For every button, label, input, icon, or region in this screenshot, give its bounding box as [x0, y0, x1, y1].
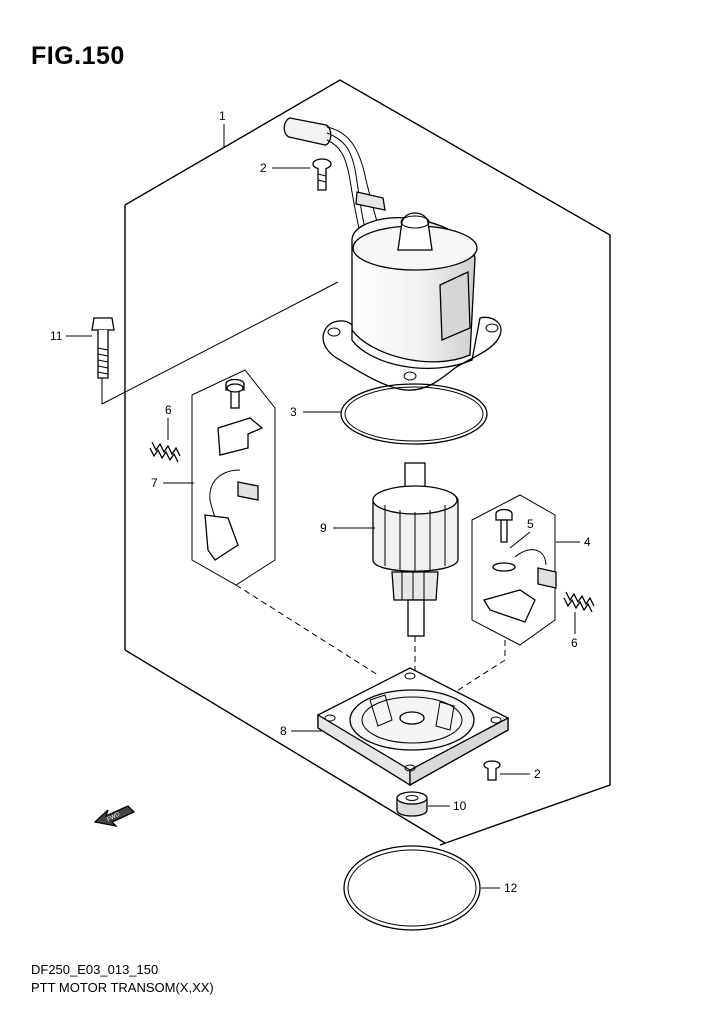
- callouts: 1 2 2 3 4 5 6 6 7 8 9 10 11 12: [50, 109, 591, 895]
- assembly-outline: [101, 79, 611, 846]
- motor-housing: [283, 117, 502, 391]
- callout-10: 10: [453, 799, 467, 813]
- bottom-bracket: [317, 667, 509, 787]
- o-ring-lower: [343, 845, 481, 931]
- bushing: [396, 791, 428, 817]
- long-bolt: [91, 317, 115, 379]
- diagram-code: DF250_E03_013_150: [31, 962, 159, 977]
- callout-4: 4: [584, 535, 591, 549]
- bolt-upper: [312, 158, 332, 191]
- alignment-lines: [235, 584, 506, 706]
- callout-3: 3: [290, 405, 297, 419]
- callout-9: 9: [320, 521, 327, 535]
- bolt-lower: [483, 760, 501, 781]
- armature: [372, 462, 459, 637]
- o-ring-upper: [340, 383, 488, 445]
- fwd-arrow-icon: FWD: [93, 805, 136, 828]
- callout-5: 5: [527, 517, 534, 531]
- callout-2-upper: 2: [260, 161, 267, 175]
- leader-lines: [66, 124, 580, 889]
- spring-right: [563, 591, 595, 613]
- callout-8: 8: [280, 724, 287, 738]
- callout-11: 11: [50, 329, 63, 343]
- callout-6-left: 6: [165, 403, 172, 417]
- callout-1: 1: [219, 109, 226, 123]
- callout-12: 12: [504, 881, 518, 895]
- callout-6-right: 6: [571, 636, 578, 650]
- callout-7: 7: [151, 476, 158, 490]
- figure-title: FIG.150: [31, 42, 125, 70]
- diagram-caption: PTT MOTOR TRANSOM(X,XX): [31, 980, 214, 995]
- spring-left: [149, 441, 181, 463]
- callout-2-lower: 2: [534, 767, 541, 781]
- brush-screw-left: [226, 383, 244, 393]
- brush-holder-left: [191, 369, 276, 586]
- brush-holder-right: [471, 494, 557, 646]
